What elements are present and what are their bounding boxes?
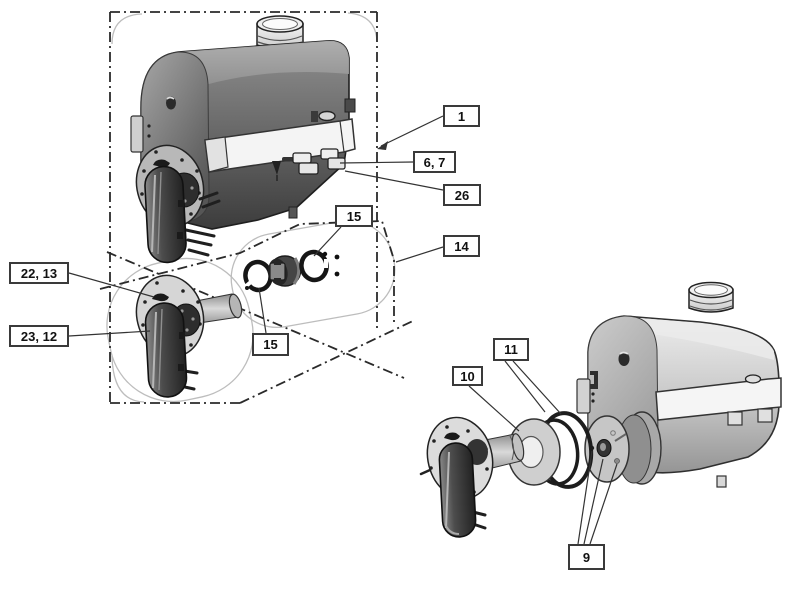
leader-6-7 bbox=[339, 161, 414, 164]
ghost-corner-arc-bottom-left bbox=[111, 355, 145, 403]
door-slot bbox=[614, 433, 627, 442]
seal-rings-detail bbox=[243, 249, 340, 293]
bracket-pad bbox=[744, 374, 762, 384]
burner-flange-exploded-right bbox=[419, 416, 494, 538]
door-screw bbox=[614, 458, 620, 464]
leader-9b bbox=[583, 458, 604, 545]
boiler-assembly-light bbox=[419, 281, 782, 538]
hex-fitting bbox=[292, 152, 312, 164]
snap-ring-left bbox=[243, 259, 273, 293]
leader-11a bbox=[504, 360, 546, 413]
flange-bolt-holes bbox=[140, 150, 201, 216]
burner-cover bbox=[438, 442, 477, 538]
burner-cover bbox=[144, 302, 188, 398]
leader-15-bottom bbox=[258, 287, 267, 334]
leader-10 bbox=[468, 385, 520, 432]
leader-26 bbox=[344, 170, 444, 191]
callout-11: 11 bbox=[493, 338, 529, 361]
callout-23-12: 23, 12 bbox=[9, 325, 69, 347]
callout-10: 10 bbox=[452, 366, 483, 386]
burner-flange-attached bbox=[135, 144, 221, 264]
detail-frame-lines bbox=[99, 11, 416, 404]
pin-fitting bbox=[282, 157, 294, 162]
bracket-foot bbox=[727, 411, 743, 426]
callout-9: 9 bbox=[568, 544, 605, 570]
sight-hole bbox=[166, 96, 176, 110]
bracket-peg bbox=[311, 111, 318, 122]
cover-clip bbox=[178, 200, 184, 207]
flue-collar-bottom bbox=[688, 281, 734, 313]
leader-22-13 bbox=[68, 272, 155, 298]
callout-14: 14 bbox=[443, 235, 480, 257]
leader-lines bbox=[68, 115, 618, 545]
bolt-dots bbox=[322, 251, 340, 277]
leader-15-top bbox=[313, 226, 342, 257]
cover-clip bbox=[177, 232, 183, 239]
callout-1: 1 bbox=[443, 105, 480, 127]
side-tab-right bbox=[344, 98, 356, 113]
burner-flange-exploded bbox=[135, 274, 243, 398]
boiler-assembly-dark bbox=[130, 15, 356, 264]
coupling-bushing bbox=[268, 255, 302, 287]
drain-peg bbox=[288, 206, 298, 219]
ghost-corner-arc-top-right bbox=[347, 12, 378, 43]
side-tab-left bbox=[130, 115, 144, 153]
leader-9c bbox=[589, 463, 618, 545]
leader-1 bbox=[380, 115, 444, 147]
projection-line-down bbox=[106, 251, 405, 379]
cover-clip bbox=[178, 364, 184, 371]
cover-clip bbox=[179, 332, 185, 339]
chamber-door bbox=[584, 411, 662, 485]
pin-dot bbox=[147, 124, 151, 128]
projection-line-up bbox=[99, 220, 395, 326]
callout-15-top: 15 bbox=[335, 205, 373, 227]
callout-15-bottom: 15 bbox=[252, 333, 289, 356]
callout-22-13: 22, 13 bbox=[9, 262, 69, 284]
cone-fitting bbox=[272, 161, 281, 175]
pin-dot bbox=[147, 134, 151, 138]
flange-hook bbox=[152, 293, 169, 302]
mounting-bracket bbox=[655, 374, 782, 426]
ghost-corner-arc-top-left bbox=[111, 13, 143, 45]
pipe-fittings bbox=[272, 148, 346, 181]
flange-pin bbox=[419, 468, 432, 476]
sight-hole bbox=[618, 351, 630, 366]
ghost-rings-region bbox=[230, 219, 396, 329]
flange-tube bbox=[195, 293, 243, 324]
leader-9a bbox=[577, 450, 593, 545]
frame-diagonal bbox=[239, 319, 416, 404]
leader-1-arrowhead bbox=[377, 141, 388, 150]
leader-11b bbox=[512, 360, 562, 415]
callout-6-7: 6, 7 bbox=[413, 151, 456, 173]
leader-14 bbox=[395, 246, 444, 263]
boiler-top-highlight bbox=[628, 317, 774, 360]
callout-26: 26 bbox=[443, 184, 481, 206]
clamp-bracket bbox=[590, 371, 598, 389]
drain-peg bbox=[716, 475, 727, 488]
bracket-pad bbox=[318, 110, 336, 122]
hex-fitting bbox=[298, 162, 319, 175]
flange-hook bbox=[153, 159, 170, 168]
flange-hook bbox=[444, 432, 460, 441]
bracket-foot bbox=[757, 408, 773, 423]
snap-ring-right bbox=[299, 249, 329, 283]
leader-23-12 bbox=[68, 330, 151, 337]
burner-electrodes bbox=[184, 191, 221, 257]
mounting-bracket bbox=[204, 110, 356, 173]
side-tab-left bbox=[576, 378, 591, 414]
burner-cover bbox=[144, 165, 187, 264]
